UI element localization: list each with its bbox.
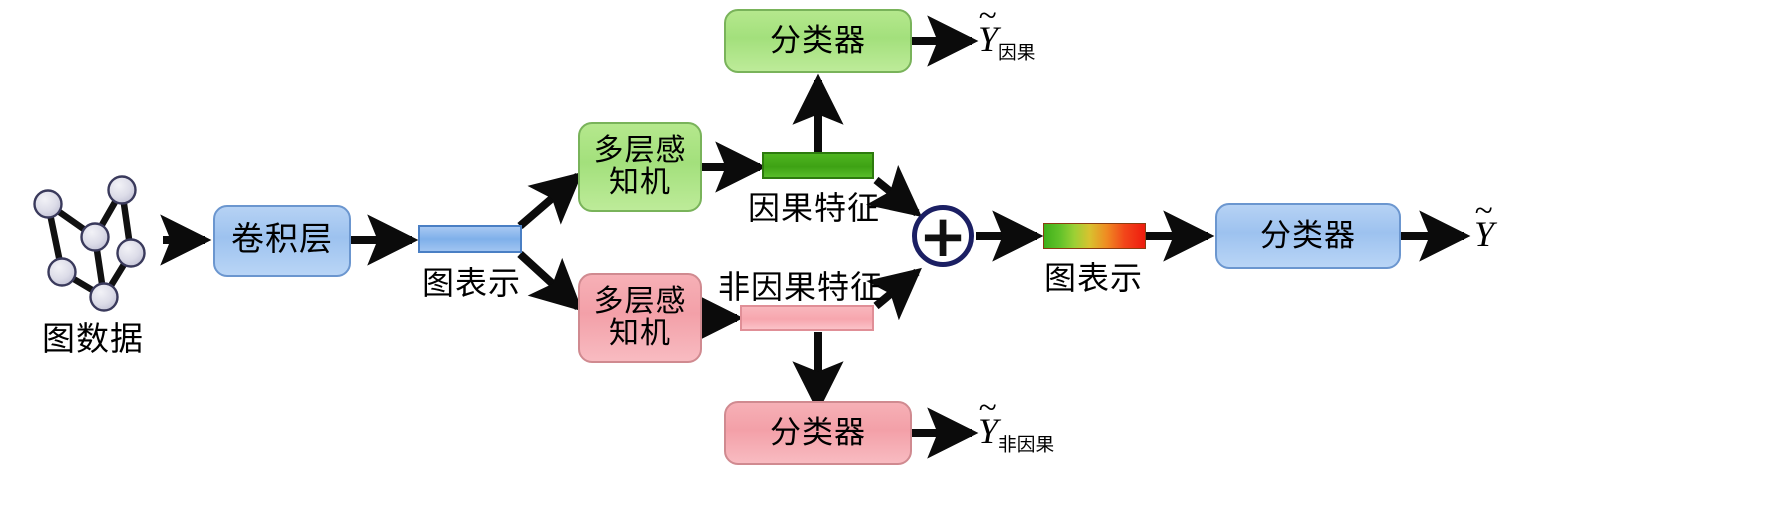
tilde-accent-icon: ~ <box>978 0 997 35</box>
sum-operator-node[interactable] <box>912 205 974 267</box>
arrow-causal-to-sum <box>866 164 922 218</box>
noncausal-feature-bar[interactable] <box>740 305 874 331</box>
classifier-final-box[interactable]: 分类器 <box>1215 203 1401 269</box>
tilde-accent-icon: ~ <box>1474 192 1493 230</box>
graph-nodes <box>33 175 146 312</box>
graph-representation-input-label: 图表示 <box>422 265 522 301</box>
mlp-noncausal-box[interactable]: 多层感知机 <box>578 273 702 363</box>
graph-node <box>33 189 63 219</box>
classifier-final-label: 分类器 <box>1260 218 1356 254</box>
graph-node <box>80 222 110 252</box>
y-final-symbol: ~Y <box>1474 192 1495 254</box>
mlp-causal-box[interactable]: 多层感知机 <box>578 122 702 212</box>
tilde-accent-icon: ~ <box>978 389 997 427</box>
graph-representation-input-bar[interactable] <box>418 225 522 253</box>
classifier-causal-label: 分类器 <box>770 23 866 59</box>
arrow-repr-to-mlp-noncausal <box>517 251 583 312</box>
graph-representation-output-label: 图表示 <box>1044 260 1144 296</box>
conv-layer-box[interactable]: 卷积层 <box>213 205 351 277</box>
causal-feature-label: 因果特征 <box>748 190 881 226</box>
graph-data-label: 图数据 <box>42 322 144 358</box>
mlp-causal-label: 多层感知机 <box>593 133 687 199</box>
plus-icon: + <box>918 202 968 270</box>
y-noncausal-subscript: 非因果 <box>998 435 1055 457</box>
conv-layer-label: 卷积层 <box>231 222 333 259</box>
output-y-final: ~Y <box>1474 192 1495 260</box>
noncausal-feature-label: 非因果特征 <box>718 269 884 305</box>
causal-feature-bar[interactable] <box>762 152 874 179</box>
classifier-noncausal-label: 分类器 <box>770 415 866 451</box>
graph-representation-output-bar[interactable] <box>1043 223 1146 249</box>
output-y-causal: ~Y因果 <box>978 0 1036 65</box>
classifier-noncausal-box[interactable]: 分类器 <box>724 401 912 465</box>
graph-node <box>116 238 146 268</box>
graph-node <box>107 175 137 205</box>
graph-node <box>89 282 119 312</box>
classifier-causal-box[interactable]: 分类器 <box>724 9 912 73</box>
flow-arrows <box>160 15 1471 459</box>
arrow-noncausal-to-sum <box>866 267 922 321</box>
arrow-repr-to-mlp-causal <box>517 171 583 230</box>
y-causal-subscript: 因果 <box>998 43 1036 65</box>
y-causal-symbol: ~Y <box>978 0 998 60</box>
y-noncausal-symbol: ~Y <box>978 389 999 451</box>
mlp-noncausal-label: 多层感知机 <box>593 284 687 350</box>
output-y-noncausal: ~Y非因果 <box>978 389 1055 457</box>
graph-node <box>47 257 77 287</box>
